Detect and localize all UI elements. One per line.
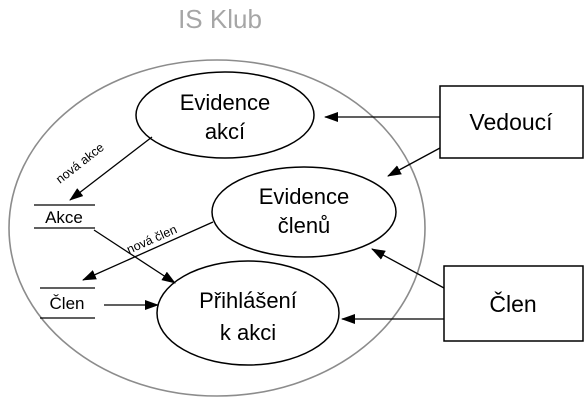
- flow-vedouci-to-evidence-clenu: [387, 147, 441, 177]
- entity-vedouci-label: Vedoucí: [469, 109, 553, 135]
- process-evidence-akci-label-line2: akcí: [205, 119, 245, 144]
- flow-label-novy-clen: nová člen: [125, 222, 180, 257]
- process-evidence-clenu-label-line1: Evidence: [259, 184, 350, 209]
- flow-label-nova-akce: nová akce: [53, 140, 107, 186]
- process-evidence-akci[interactable]: Evidence akcí: [135, 71, 315, 159]
- datastore-clen[interactable]: Člen: [40, 287, 95, 319]
- entity-clen[interactable]: Člen: [443, 265, 584, 342]
- flow-clen-to-evidence-clenu: [371, 248, 445, 289]
- process-evidence-clenu[interactable]: Evidence členů: [211, 166, 397, 258]
- system-title: IS Klub: [178, 4, 262, 34]
- entity-vedouci[interactable]: Vedoucí: [439, 85, 584, 159]
- flow-evidence-clenu-to-clen: [82, 221, 214, 281]
- system-boundary: [8, 59, 426, 397]
- entity-clen-label: Člen: [489, 290, 536, 317]
- process-evidence-akci-label-line1: Evidence: [180, 90, 271, 115]
- datastore-akce[interactable]: Akce: [34, 204, 95, 229]
- datastore-clen-label: Člen: [50, 294, 85, 313]
- process-prihlaseni-label-line1: Přihlášení: [199, 288, 297, 313]
- process-prihlaseni-k-akci[interactable]: Přihlášení k akci: [156, 260, 340, 366]
- flow-evidence-akci-to-akce: [69, 136, 153, 201]
- datastore-akce-label: Akce: [45, 208, 83, 227]
- process-prihlaseni-label-line2: k akci: [220, 320, 276, 345]
- process-evidence-clenu-label-line2: členů: [278, 213, 331, 238]
- flow-akce-to-prihlaseni: [93, 229, 176, 284]
